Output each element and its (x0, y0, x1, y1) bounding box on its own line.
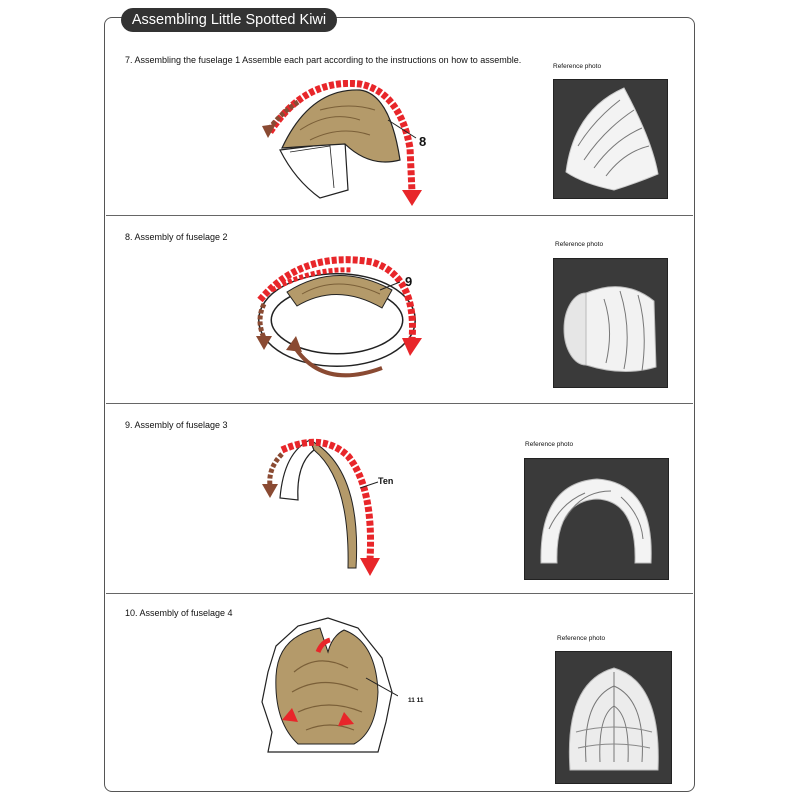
step-7-reference-label: Reference photo (553, 63, 602, 70)
section-divider (106, 403, 693, 404)
step-8-reference-label: Reference photo (555, 241, 604, 248)
step-10-reference-photo (555, 651, 672, 784)
page-frame (104, 17, 695, 792)
step-9-reference-photo (524, 458, 669, 580)
step-10-title: 10. Assembly of fuselage 4 (125, 608, 233, 618)
step-9-title: 9. Assembly of fuselage 3 (125, 420, 228, 430)
step-9-part-label: Ten (378, 476, 394, 486)
step-7-part-label: 8 (419, 134, 427, 149)
step-8-title: 8. Assembly of fuselage 2 (125, 232, 228, 242)
step-7-diagram (262, 80, 422, 206)
page-title: Assembling Little Spotted Kiwi (121, 8, 337, 32)
step-8-reference-photo (553, 258, 668, 388)
section-divider (106, 215, 693, 216)
step-7-reference-photo (553, 79, 668, 199)
step-9-reference-label: Reference photo (525, 441, 574, 448)
step-10-part-label: 11 11 (408, 697, 424, 704)
step-7-title: 7. Assembling the fuselage 1 Assemble ea… (125, 55, 522, 65)
step-10-reference-label: Reference photo (557, 635, 606, 642)
step-10-diagram (261, 617, 398, 753)
section-divider (106, 593, 693, 594)
step-8-part-label: 9 (405, 274, 413, 289)
step-8-diagram (256, 256, 422, 378)
step-9-diagram (262, 438, 380, 576)
